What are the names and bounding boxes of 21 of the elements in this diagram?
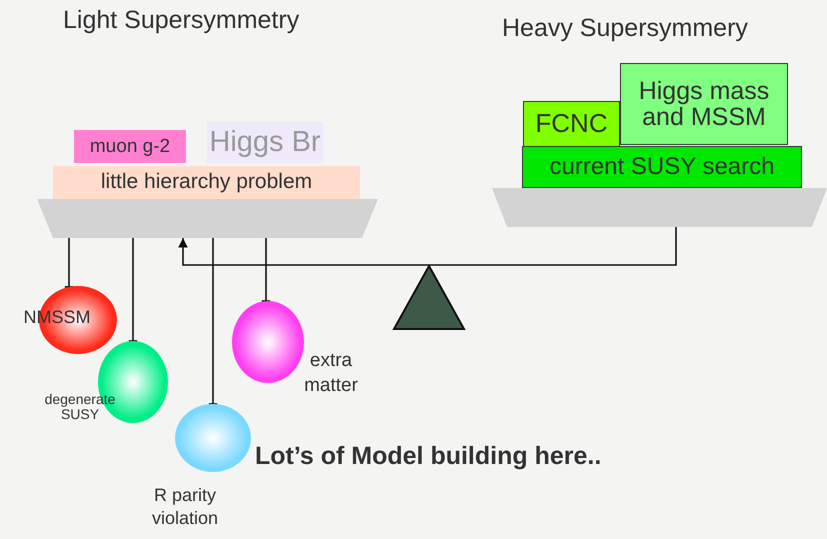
text-box [74, 130, 186, 163]
hanging-string [64, 238, 74, 288]
hanging-string [261, 238, 271, 302]
box-label: muon g-2 [90, 136, 170, 156]
ball-label: extra matter [303, 349, 359, 398]
ball-label: R parity violation [150, 484, 220, 530]
hanging-string [128, 238, 138, 342]
heading: Heavy Supersymmery [502, 14, 748, 43]
text-box [522, 146, 802, 188]
text-box [53, 166, 360, 199]
box-label: FCNC [535, 110, 608, 138]
box-label: Higgs Br [209, 127, 321, 158]
text-box [620, 63, 788, 145]
note-text: Lot’s of Model building here.. [255, 442, 602, 471]
hanging-string [208, 238, 218, 405]
heading: Light Supersymmetry [63, 6, 300, 35]
box-label: Higgs mass and MSSM [638, 78, 770, 130]
text-box [523, 101, 620, 147]
box-label: little hierarchy problem [100, 171, 312, 194]
balance-beam [178, 227, 677, 266]
box-label: current SUSY search [550, 154, 774, 180]
